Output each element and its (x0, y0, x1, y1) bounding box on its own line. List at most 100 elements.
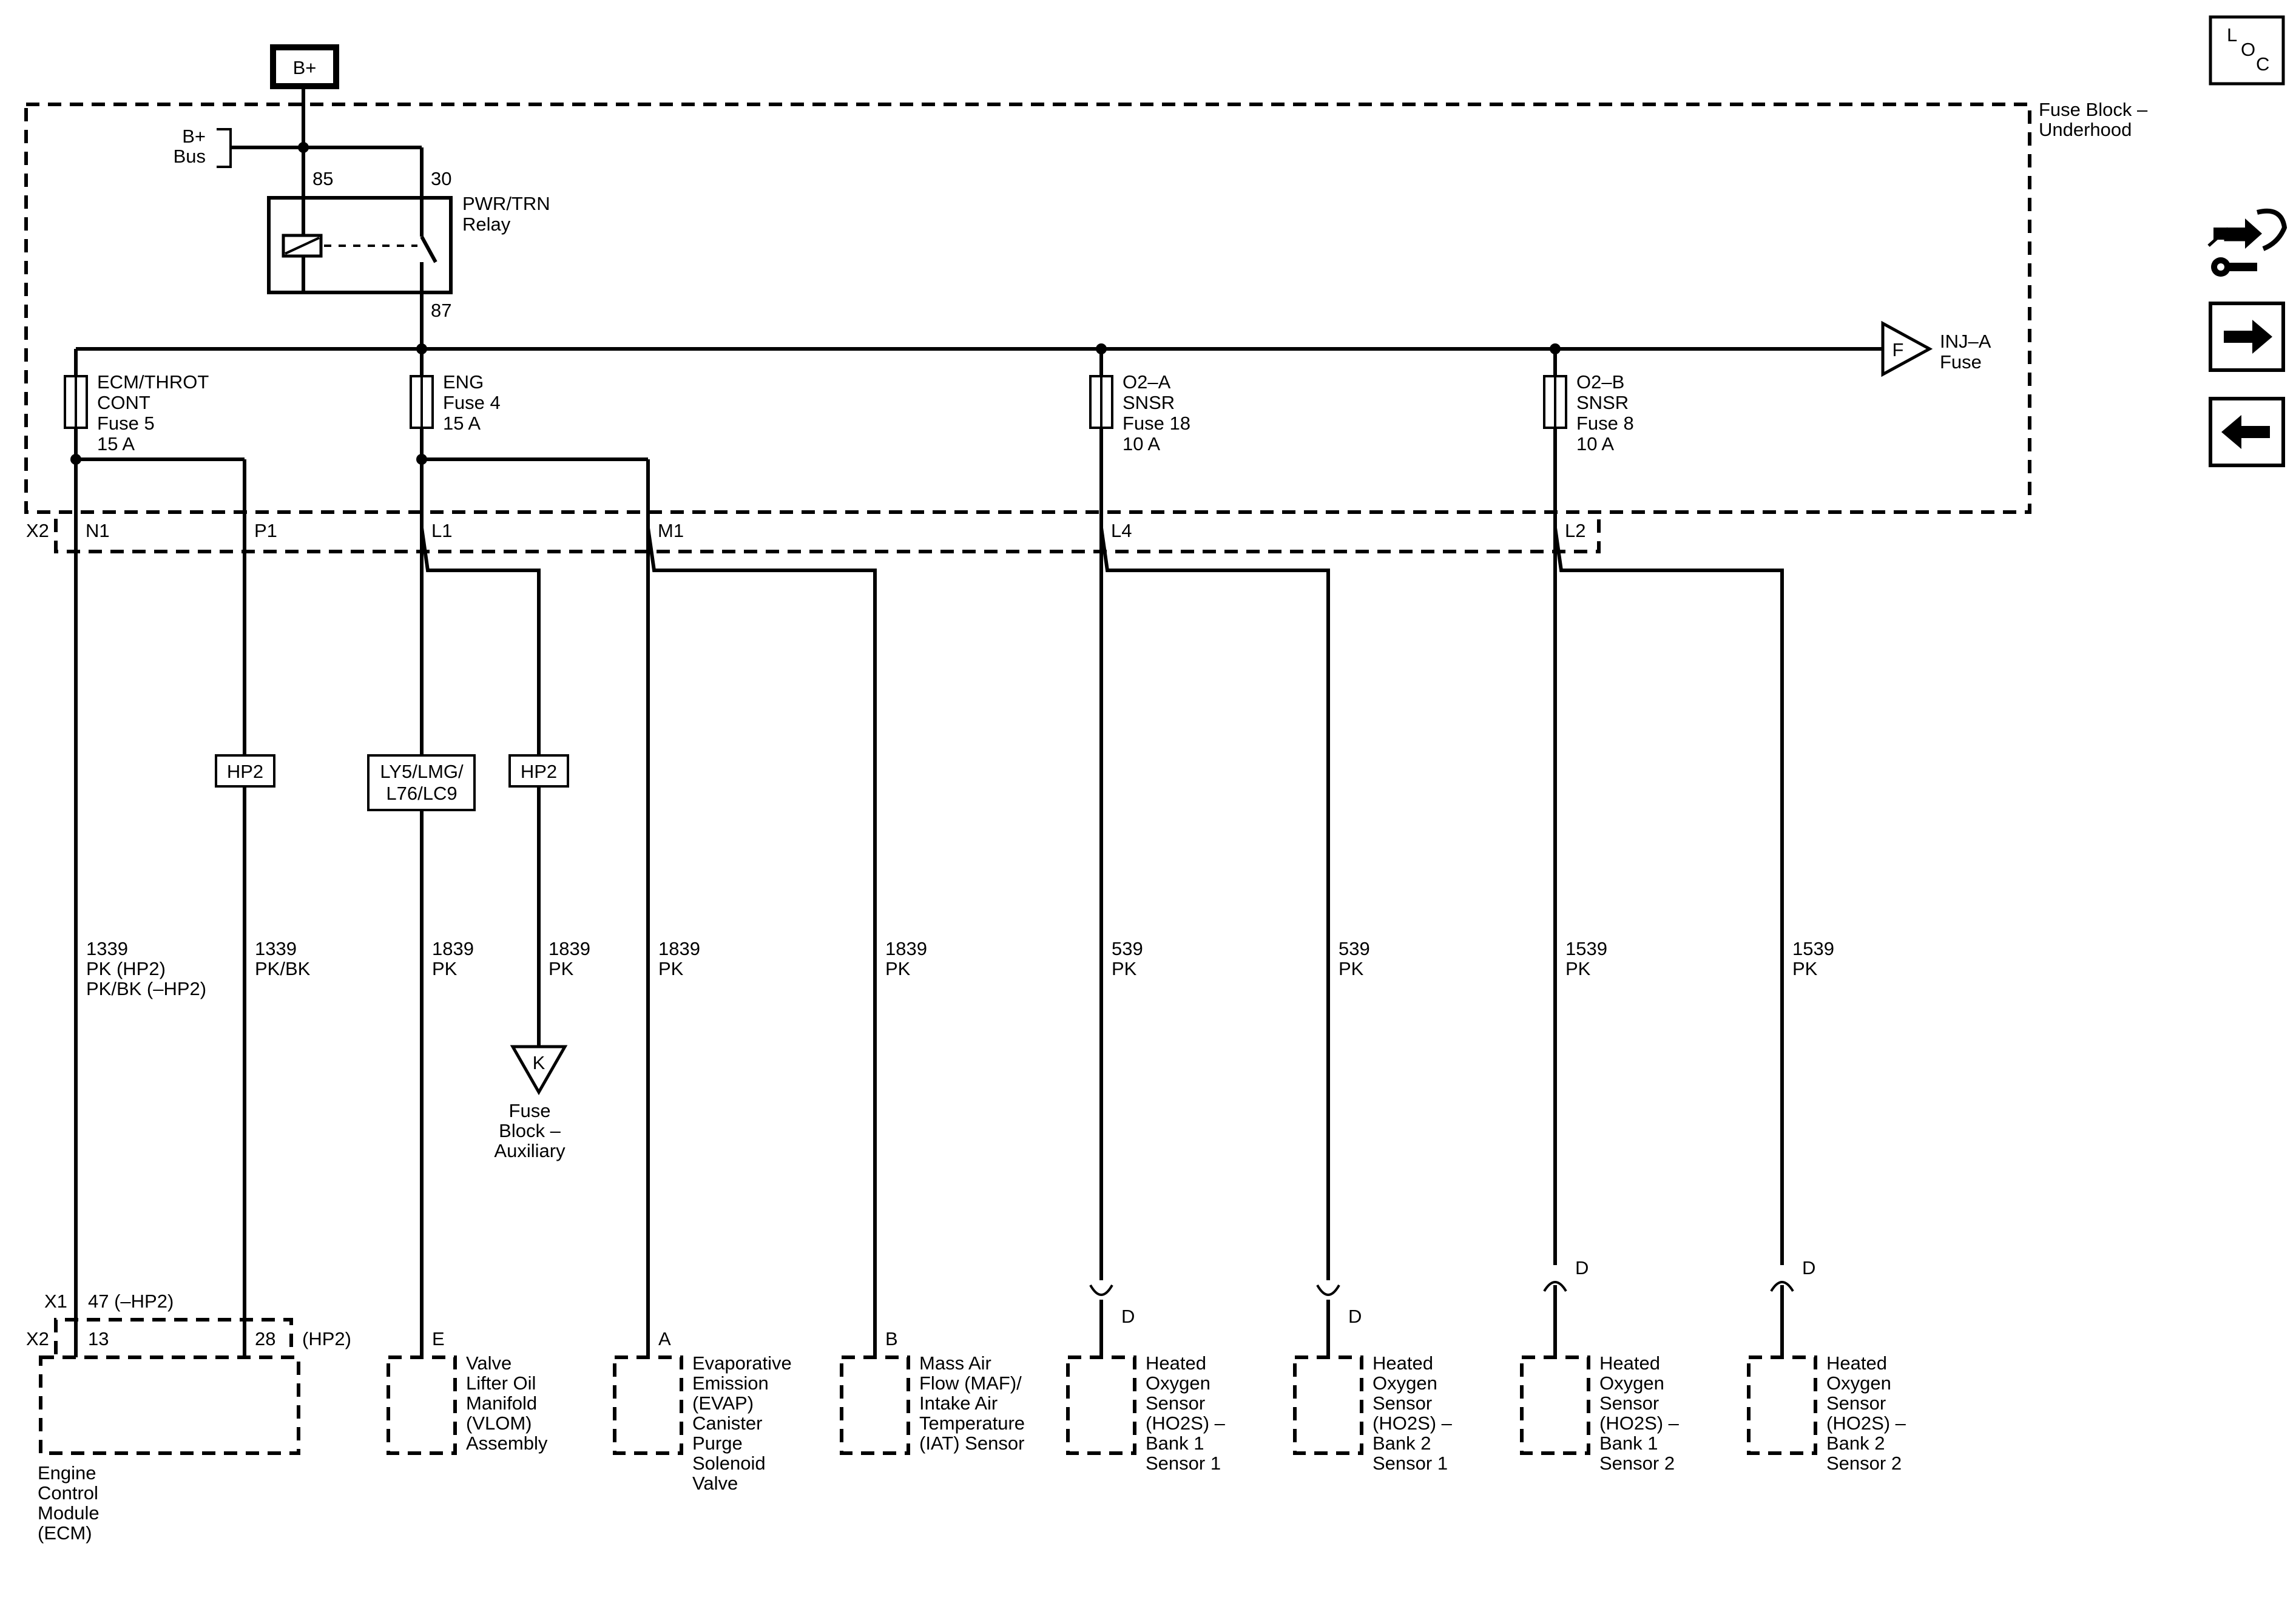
ho2s-b2s2-label-5: Bank 2 (1826, 1433, 1885, 1454)
ecm-label-1: Engine (38, 1462, 96, 1484)
ho2s-b1s1-label-2: Oxygen (1146, 1372, 1210, 1394)
wire-539-bank2 (1099, 527, 1330, 1253)
fuse-block-underhood-outline (24, 103, 2031, 514)
ho2s-b1s1-outline (1066, 1355, 1136, 1455)
ho2s-b2s1-pin: D (1348, 1306, 1362, 1327)
vlom-pin: E (432, 1328, 445, 1349)
ho2s-b2s2-outline (1747, 1355, 1817, 1455)
wire-label-5-b: PK (658, 958, 684, 979)
ho2s-b1s1-label-5: Bank 1 (1146, 1433, 1204, 1454)
wire-label-8-a: 539 (1339, 938, 1370, 959)
maf-label-1: Mass Air (919, 1352, 991, 1374)
relay-switch-icon (420, 235, 437, 263)
fuse5-label-4: 15 A (97, 433, 135, 454)
ho2s-b1s1-label-6: Sensor 1 (1146, 1453, 1221, 1474)
evap-label-6: Solenoid (692, 1453, 766, 1474)
wire-label-2-b: PK/BK (255, 958, 311, 979)
vlom-label-4: (VLOM) (466, 1413, 532, 1434)
fuse8-label-4: 10 A (1576, 433, 1614, 454)
vlom-outline (387, 1355, 457, 1455)
relay-box (267, 196, 453, 294)
fuse5-label-2: CONT (97, 392, 150, 413)
vlom-label-1: Valve (466, 1352, 512, 1374)
wire-label-7-a: 539 (1112, 938, 1143, 959)
maf-label-5: (IAT) Sensor (919, 1433, 1024, 1454)
ho2s-b1s2-label-6: Sensor 2 (1599, 1453, 1675, 1474)
wire-1539-bank2 (1553, 527, 1784, 1265)
ho2s-b2s2-connector-icon (1770, 1281, 1794, 1292)
inj-fuse-label-1: INJ–A (1940, 331, 1991, 352)
option-engine-label-2: L76/LC9 (386, 783, 457, 804)
option-engine-box (367, 754, 476, 811)
x2-pin-l1: L1 (431, 520, 452, 541)
ho2s-b2s2-label-6: Sensor 2 (1826, 1453, 1902, 1474)
ecm-x2-pin-13: 13 (88, 1328, 109, 1349)
evap-outline (613, 1355, 683, 1455)
ho2s-b1s2-outline (1520, 1355, 1590, 1455)
loc-icon-o: O (2241, 39, 2255, 60)
inj-fuse-connector-letter: F (1893, 339, 1904, 360)
option-hp2-b-label: HP2 (521, 761, 557, 782)
arrow-right-icon[interactable] (2209, 302, 2285, 372)
ho2s-b2s1-label-6: Sensor 1 (1373, 1453, 1448, 1474)
loc-button[interactable]: L O C (2209, 15, 2285, 86)
maf-label-2: Flow (MAF)/ (919, 1372, 1022, 1394)
bus-label-2: Bus (174, 146, 206, 167)
ho2s-b1s1-label-4: (HO2S) – (1146, 1413, 1226, 1434)
ho2s-b1s1-connector-icon (1089, 1284, 1113, 1296)
arrow-left-icon[interactable] (2209, 397, 2285, 467)
wrench-arrows-icon[interactable] (2207, 208, 2288, 277)
ho2s-b2s1-label-4: (HO2S) – (1373, 1413, 1453, 1434)
wire-label-6-a: 1839 (885, 938, 927, 959)
wire-label-1-c: PK/BK (–HP2) (86, 978, 206, 999)
fuse4-label-3: 15 A (443, 413, 481, 434)
evap-label-5: Purge (692, 1433, 743, 1454)
fuse18-label-1: O2–A (1123, 371, 1171, 393)
fuse5-label-1: ECM/THROT (97, 371, 209, 393)
x2-connector-label: X2 (26, 520, 49, 541)
ecm-outline (39, 1355, 300, 1455)
relay-name-2: Relay (462, 214, 511, 235)
ho2s-b2s2-pin: D (1802, 1257, 1815, 1278)
vlom-label-3: Manifold (466, 1393, 537, 1414)
ecm-label-2: Control (38, 1482, 98, 1504)
wire-label-8-b: PK (1339, 958, 1364, 979)
maf-label-4: Temperature (919, 1413, 1025, 1434)
maf-pin: B (885, 1328, 898, 1349)
option-engine-label-1: LY5/LMG/ (380, 761, 464, 782)
ho2s-b2s1-label-2: Oxygen (1373, 1372, 1437, 1394)
wire-label-1-a: 1339 (86, 938, 128, 959)
wire-label-10-a: 1539 (1792, 938, 1834, 959)
wire-label-9-a: 1539 (1565, 938, 1607, 959)
ecm-label-4: (ECM) (38, 1522, 92, 1544)
aux-fuse-label-3: Auxiliary (494, 1140, 566, 1161)
vlom-label-5: Assembly (466, 1433, 548, 1454)
wire-label-9-b: PK (1565, 958, 1591, 979)
loc-icon-c: C (2256, 53, 2269, 75)
ho2s-b2s2-label-3: Sensor (1826, 1393, 1886, 1414)
fuse18-label-4: 10 A (1123, 433, 1160, 454)
option-hp2-a-label: HP2 (227, 761, 263, 782)
relay-pin-30: 30 (431, 168, 451, 189)
maf-label-3: Intake Air (919, 1393, 998, 1414)
ecm-x1-outline (54, 1318, 293, 1354)
ecm-label-3: Module (38, 1502, 100, 1524)
aux-fuse-connector-letter: K (533, 1052, 545, 1073)
ho2s-b1s1-label-1: Heated (1146, 1352, 1206, 1374)
ho2s-b2s1-label-1: Heated (1373, 1352, 1433, 1374)
relay-name-1: PWR/TRN (462, 193, 550, 214)
wire-1839-maf (646, 527, 877, 1357)
fuse18-label-2: SNSR (1123, 392, 1175, 413)
ho2s-b2s2-label-1: Heated (1826, 1352, 1887, 1374)
evap-pin: A (658, 1328, 671, 1349)
aux-fuse-label-1: Fuse (509, 1100, 551, 1121)
ho2s-b1s2-connector-icon (1543, 1281, 1567, 1292)
wire-label-4-a: 1839 (549, 938, 590, 959)
evap-label-7: Valve (692, 1473, 738, 1494)
evap-label-4: Canister (692, 1413, 762, 1434)
ho2s-b1s2-pin: D (1575, 1257, 1589, 1278)
ho2s-b2s1-outline (1293, 1355, 1363, 1455)
wire-label-10-b: PK (1792, 958, 1818, 979)
ho2s-b1s1-label-3: Sensor (1146, 1393, 1205, 1414)
